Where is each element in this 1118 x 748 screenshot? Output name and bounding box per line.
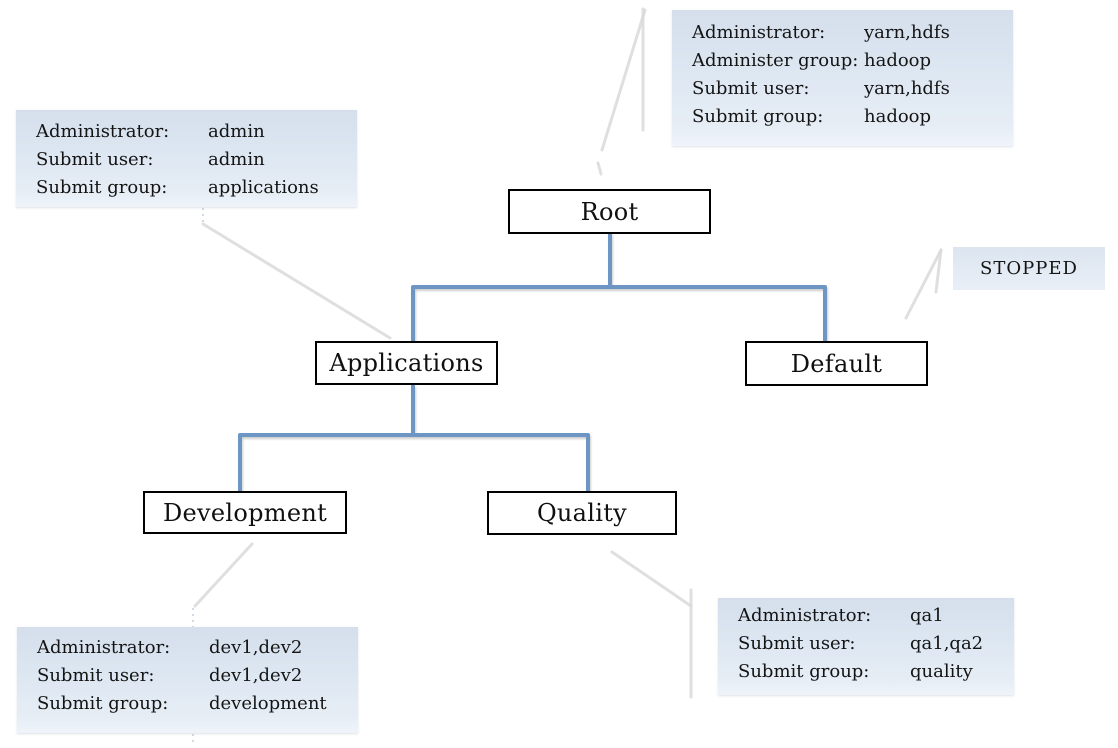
node-applications: Applications (315, 341, 498, 385)
leader-quality-acl-diagonal (610, 550, 693, 608)
acl-row: Submit user: dev1,dev2 (37, 662, 358, 690)
acl-row: Submit user: admin (36, 146, 357, 174)
node-development: Development (143, 491, 347, 534)
acl-row-label: Submit user: (738, 633, 856, 654)
acl-row-label: Submit user: (36, 149, 154, 170)
acl-row-value: admin (208, 149, 265, 170)
leader-stopped-barb (934, 248, 943, 294)
node-quality-label: Quality (536, 499, 628, 527)
acl-row: Submit user: qa1,qa2 (738, 630, 1014, 658)
callout-root-acl: Administrator: yarn,hdfs Administer grou… (672, 10, 1013, 146)
acl-row-value: dev1,dev2 (209, 665, 303, 686)
acl-row-label: Submit user: (37, 665, 155, 686)
connector-level2 (238, 433, 590, 491)
acl-row-label: Submit user: (692, 78, 810, 99)
callout-applications-acl: Administrator: admin Submit user: admin … (16, 110, 357, 207)
acl-row: Administer group: hadoop (692, 47, 1013, 75)
acl-row-label: Administer group: (692, 50, 859, 71)
acl-row-value: yarn,hdfs (864, 78, 950, 99)
node-development-label: Development (162, 498, 328, 527)
acl-row-value: development (209, 693, 327, 714)
acl-row: Submit group: applications (36, 174, 357, 202)
acl-row-value: admin (208, 121, 265, 142)
acl-row-value: quality (910, 661, 973, 682)
acl-row: Administrator: qa1 (738, 602, 1014, 630)
node-default: Default (745, 341, 928, 386)
leader-root-acl-diagonal (600, 8, 647, 152)
acl-row: Submit group: hadoop (692, 103, 1013, 131)
leader-applications-acl (201, 222, 392, 340)
acl-row-label: Administrator: (36, 121, 170, 142)
acl-row: Submit user: yarn,hdfs (692, 75, 1013, 103)
connector-level1 (411, 285, 827, 341)
acl-row-value: hadoop (864, 50, 932, 71)
acl-row-value: dev1,dev2 (209, 637, 303, 658)
acl-row-value: hadoop (864, 106, 932, 127)
node-quality: Quality (487, 491, 677, 535)
acl-row-label: Submit group: (37, 693, 169, 714)
status-label: STOPPED (980, 258, 1078, 279)
acl-row-label: Submit group: (692, 106, 824, 127)
acl-row: Submit group: quality (738, 658, 1014, 686)
node-default-label: Default (790, 349, 883, 378)
acl-row: Administrator: dev1,dev2 (37, 634, 358, 662)
status-badge-stopped: STOPPED (953, 247, 1105, 290)
node-applications-label: Applications (329, 349, 484, 377)
node-root: Root (508, 189, 711, 234)
tree-connector-lines (238, 233, 827, 491)
acl-row: Administrator: yarn,hdfs (692, 19, 1013, 47)
acl-row-label: Administrator: (692, 22, 826, 43)
leader-stopped-diagonal (904, 248, 943, 320)
acl-row: Submit group: development (37, 690, 358, 718)
callout-development-acl: Administrator: dev1,dev2 Submit user: de… (17, 627, 358, 733)
acl-row-value: yarn,hdfs (864, 22, 950, 43)
acl-row-value: qa1,qa2 (910, 633, 984, 654)
acl-row-value: qa1 (910, 605, 944, 626)
leader-development-acl (193, 542, 254, 608)
callout-leader-lines (192, 7, 943, 743)
acl-row: Administrator: admin (36, 118, 357, 146)
leader-root-tick (596, 161, 603, 176)
callout-quality-acl: Administrator: qa1 Submit user: qa1,qa2 … (718, 598, 1014, 695)
acl-row-label: Administrator: (738, 605, 872, 626)
acl-row-value: applications (208, 177, 319, 198)
acl-row-label: Submit group: (36, 177, 168, 198)
acl-row-label: Submit group: (738, 661, 870, 682)
acl-row-label: Administrator: (37, 637, 171, 658)
node-root-label: Root (580, 197, 639, 226)
